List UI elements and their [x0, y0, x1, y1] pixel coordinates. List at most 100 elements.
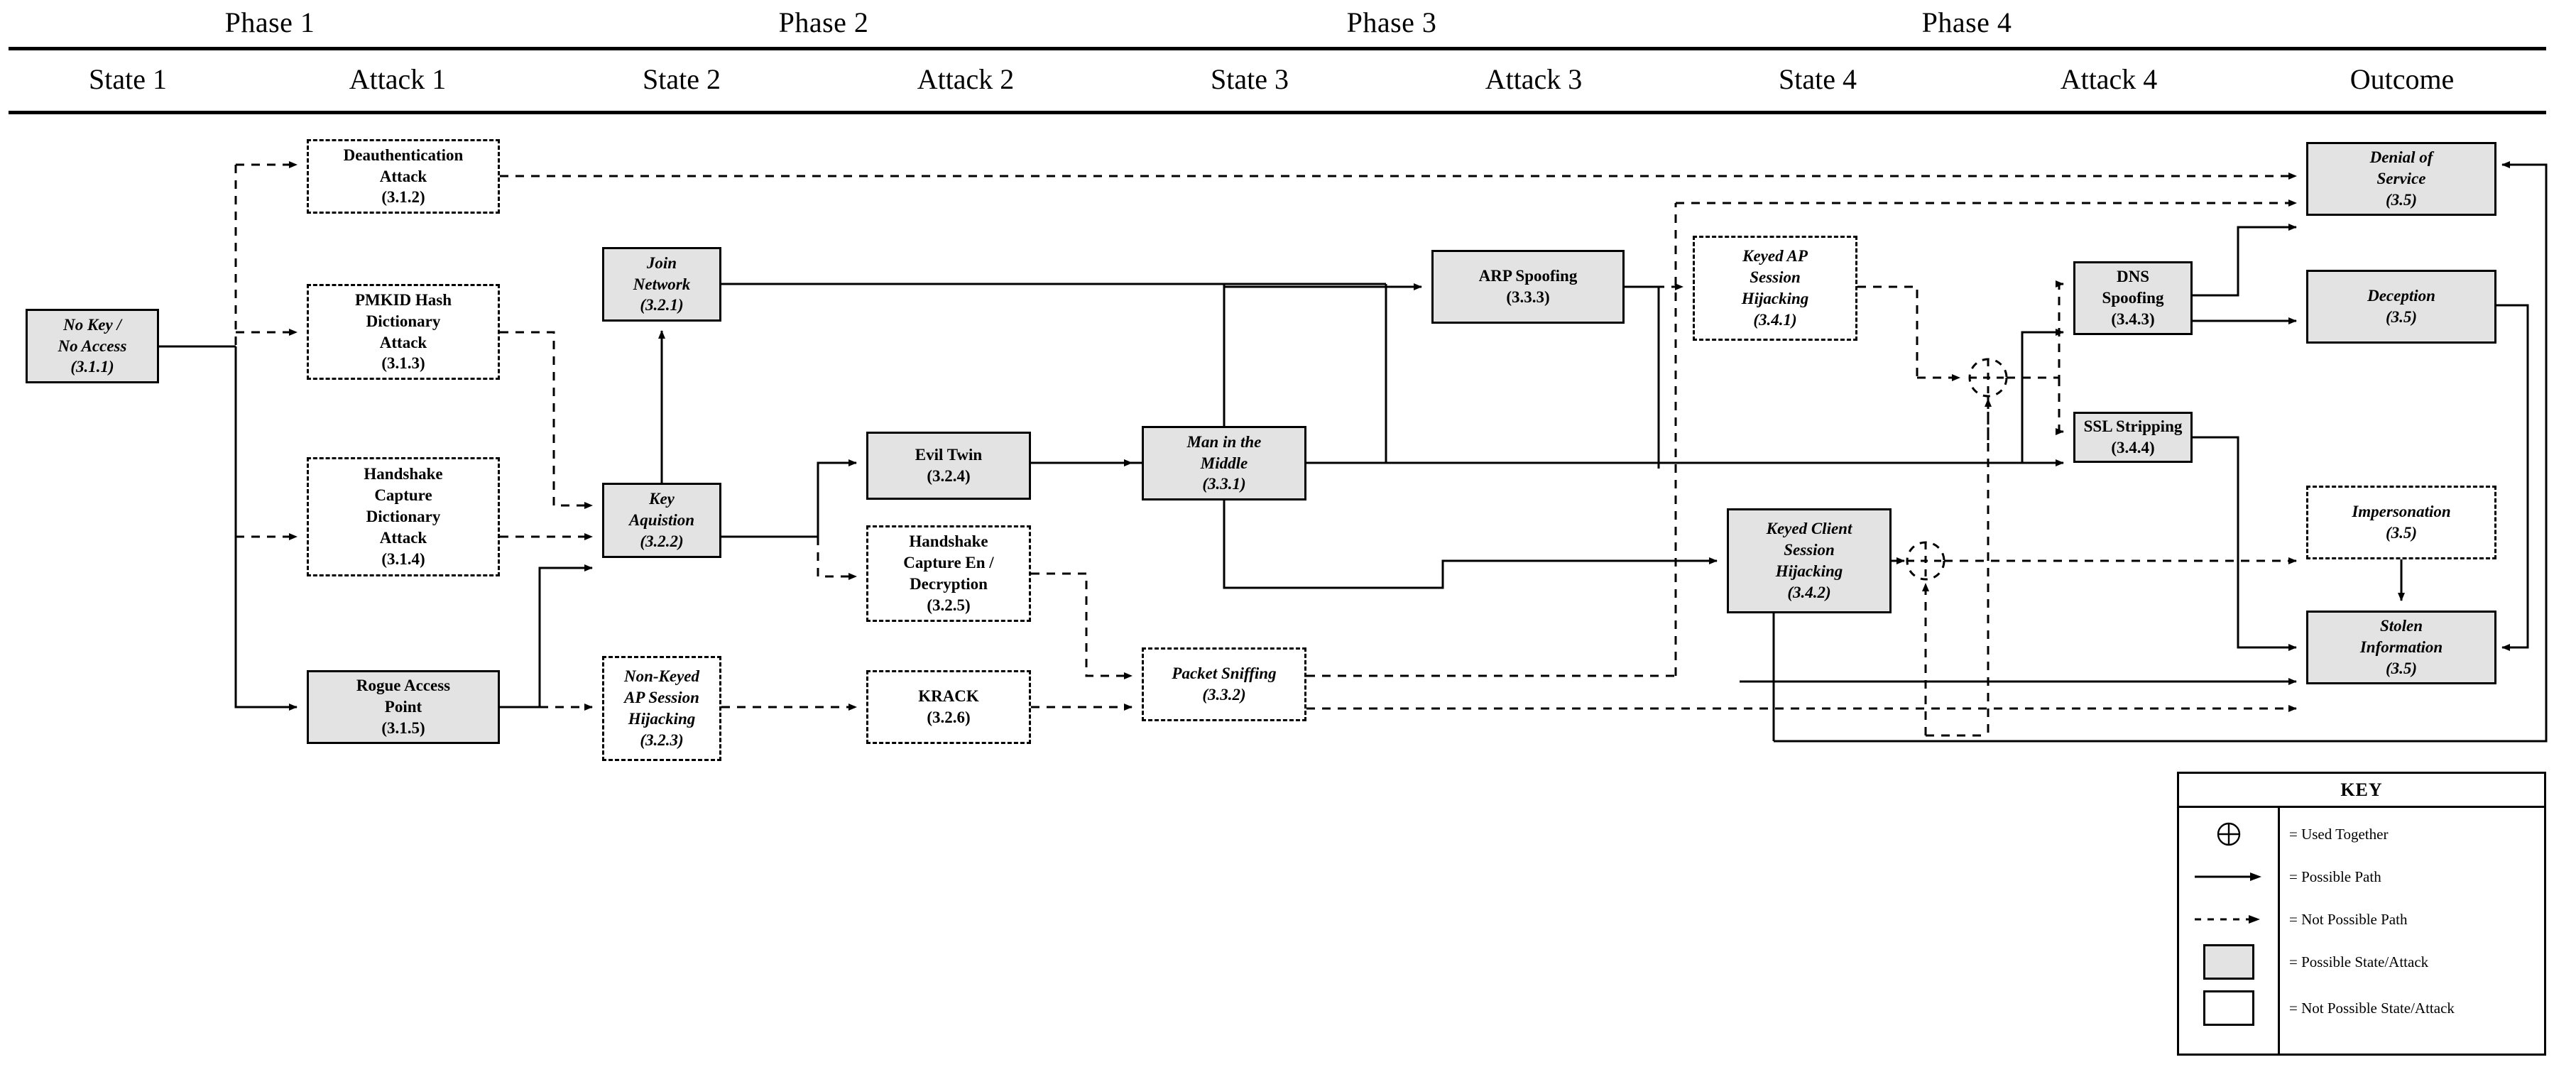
phase-label-1: Phase 1 — [224, 6, 315, 38]
node-text-line: Network — [633, 275, 691, 293]
node-deception[interactable]: Deception(3.5) — [2306, 270, 2496, 344]
node-text-line: (3.2.2) — [640, 532, 684, 550]
node-no-key-no-access[interactable]: No Key /No Access(3.1.1) — [26, 309, 159, 383]
node-text-line: Hijacking — [1741, 290, 1809, 307]
header-rule-bottom — [9, 111, 2546, 114]
node-text-line: Capture — [374, 486, 432, 505]
legend-row-solid-arrow: = Possible Path — [2179, 859, 2544, 894]
circle-plus-icon — [2179, 820, 2278, 848]
node-text-line: Impersonation — [2352, 503, 2451, 521]
header-rule-top — [9, 47, 2546, 50]
legend-label: = Possible State/Attack — [2289, 953, 2429, 970]
legend-key: KEY = Used Together = Possible Path = Not … — [2177, 772, 2546, 1056]
node-text-line: Decryption — [910, 575, 988, 593]
node-dns-spoofing[interactable]: DNS Spoofing (3.4.3) — [2073, 261, 2193, 335]
node-text-line: (3.5) — [2385, 524, 2418, 542]
node-text-line: Session — [1784, 541, 1835, 559]
node-text-line: Keyed Client — [1766, 520, 1852, 538]
node-text-line: DNS — [2116, 268, 2149, 286]
column-label-state-4: State 4 — [1779, 63, 1857, 95]
node-evil-twin[interactable]: Evil Twin (3.2.4) — [866, 432, 1031, 500]
node-text-line: Hijacking — [1775, 562, 1843, 580]
column-label-attack-2: Attack 2 — [917, 63, 1015, 95]
column-label-state-1: State 1 — [89, 63, 167, 95]
column-label-attack-3: Attack 3 — [1485, 63, 1583, 95]
node-text-line: (3.4.2) — [1787, 583, 1831, 601]
node-text-line: (3.2.5) — [927, 596, 971, 614]
column-label-state-2: State 2 — [643, 63, 721, 95]
column-label-attack-4: Attack 4 — [2060, 63, 2158, 95]
legend-title: KEY — [2179, 774, 2544, 808]
node-text-line: Session — [1750, 268, 1801, 287]
node-text-line: (3.1.4) — [381, 549, 425, 568]
node-text-line: Evil Twin — [915, 446, 983, 464]
legend-row-filled-box: = Possible State/Attack — [2179, 944, 2544, 980]
node-text-line: (3.3.1) — [1202, 475, 1246, 493]
node-text-line: Deauthentication — [343, 146, 464, 164]
node-text-line: (3.2.6) — [927, 708, 971, 726]
node-text-line: Deception — [2367, 287, 2435, 305]
node-text-line: Packet Sniffing — [1172, 664, 1277, 683]
node-text-line: (3.1.1) — [70, 358, 114, 376]
node-text-line: (3.2.4) — [927, 467, 971, 485]
legend-row-dashed-arrow: = Not Possible Path — [2179, 902, 2544, 937]
legend-label: = Used Together — [2289, 825, 2389, 843]
node-ssl-stripping[interactable]: SSL Stripping(3.4.4) — [2073, 412, 2193, 463]
node-text-line: (3.5) — [2385, 659, 2418, 677]
phase-label-2: Phase 2 — [778, 6, 869, 38]
node-text-line: (3.1.5) — [381, 718, 425, 737]
phase-label-4: Phase 4 — [1921, 6, 2012, 38]
node-text-line: (3.3.2) — [1202, 686, 1246, 704]
node-text-line: PMKID Hash — [354, 290, 452, 309]
node-text-line: Key — [649, 490, 675, 508]
node-text-line: (3.3.3) — [1506, 288, 1550, 306]
node-text-line: (3.5) — [2385, 190, 2418, 209]
empty-box-icon — [2179, 990, 2278, 1026]
node-text-line: Middle — [1200, 454, 1248, 472]
node-text-line: Denial of — [2369, 148, 2433, 167]
node-text-line: Rogue Access — [356, 677, 451, 695]
node-text-line: Man in the — [1186, 432, 1262, 451]
node-packet-sniffing[interactable]: Packet Sniffing (3.3.2) — [1142, 647, 1306, 721]
node-text-line: (3.2.3) — [640, 731, 684, 749]
node-text-line: Capture En / — [903, 554, 994, 572]
node-text-line: ARP Spoofing — [1478, 267, 1578, 285]
legend-label: = Not Possible State/Attack — [2289, 999, 2455, 1017]
node-text-line: Spoofing — [2102, 289, 2164, 307]
node-text-line: Non-Keyed — [623, 667, 700, 686]
node-krack[interactable]: KRACK(3.2.6) — [866, 670, 1031, 744]
legend-label: = Possible Path — [2289, 868, 2381, 885]
node-text-line: (3.1.2) — [381, 188, 425, 207]
node-text-line: Join — [646, 253, 677, 272]
node-text-line: Information — [2359, 638, 2443, 657]
node-text-line: Handshake — [909, 532, 988, 551]
solid-arrow-icon — [2179, 870, 2278, 884]
node-text-line: Dictionary — [366, 312, 441, 330]
column-label-outcome: Outcome — [2349, 63, 2455, 95]
node-text-line: (3.4.4) — [2111, 439, 2155, 456]
column-label-state-3: State 3 — [1211, 63, 1289, 95]
node-text-line: Attack — [379, 333, 427, 351]
node-text-line: (3.4.3) — [2111, 310, 2155, 328]
node-impersonation[interactable]: Impersonation (3.5) — [2306, 486, 2496, 559]
node-arp-spoofing[interactable]: ARP Spoofing (3.3.3) — [1431, 250, 1625, 324]
node-text-line: Hijacking — [628, 710, 696, 728]
legend-divider — [2278, 808, 2280, 1054]
legend-row-circle-plus: = Used Together — [2179, 816, 2544, 852]
node-text-line: (3.2.1) — [640, 296, 684, 314]
legend-label: = Not Possible Path — [2289, 910, 2408, 928]
